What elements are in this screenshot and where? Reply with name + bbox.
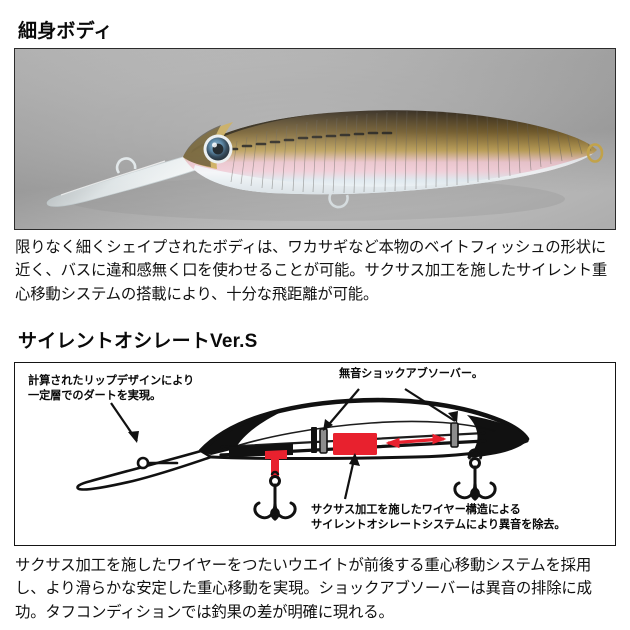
annotation-shock-absorber: 無音ショックアブソーバー。 — [339, 368, 483, 380]
belly-treble-hook — [253, 475, 297, 521]
section-heading-slim-body: 細身ボディ — [18, 21, 113, 42]
lure-photo-image — [15, 49, 615, 229]
lure-lip — [46, 156, 200, 207]
front-stopper — [311, 427, 317, 453]
schematic-lip-blade — [76, 449, 213, 491]
annotation-wire-system: サクサス加工を施したワイヤー構造による サイレントオシレートシステムにより異音を… — [311, 504, 566, 531]
schematic-tail — [467, 415, 529, 458]
line-tie-eyelet — [115, 157, 137, 174]
body-paragraph-slim-body: 限りなく細くシェイプされたボディは、ワカサギなど本物のベイトフィッシュの形状に近… — [15, 239, 608, 303]
tail-ring — [586, 143, 604, 163]
moving-weight-block — [333, 433, 377, 455]
body-paragraph-silent-oscillate: サクサス加工を施したワイヤーをつたいウエイトが前後する重心移動システムを採用し、… — [15, 557, 592, 621]
schematic-head — [201, 411, 283, 455]
section-heading-silent-oscillate: サイレントオシレートVer.S — [18, 331, 258, 352]
shock-absorber-front — [319, 428, 328, 454]
silent-oscillate-diagram-panel: 計算されたリップデザインにより 一定層でのダートを実現。 無音ショックアブソーバ… — [14, 362, 616, 546]
photo-vignette — [15, 49, 615, 229]
silent-oscillate-schematic — [76, 388, 530, 521]
schematic-back-outline — [198, 397, 530, 454]
shock-absorber-rear — [450, 422, 459, 448]
lure-photo-panel — [14, 48, 616, 230]
front-red-bracket — [265, 450, 287, 479]
belly-hanger — [328, 189, 349, 209]
leader-absorber-front — [324, 388, 360, 430]
annotation-lip-design: 計算されたリップデザインにより 一定層でのダートを実現。 — [28, 375, 195, 402]
tail-treble-hook — [453, 457, 497, 501]
schematic-line-tie — [136, 456, 150, 470]
leader-absorber-rear — [404, 388, 456, 422]
movement-arrow — [385, 433, 447, 449]
